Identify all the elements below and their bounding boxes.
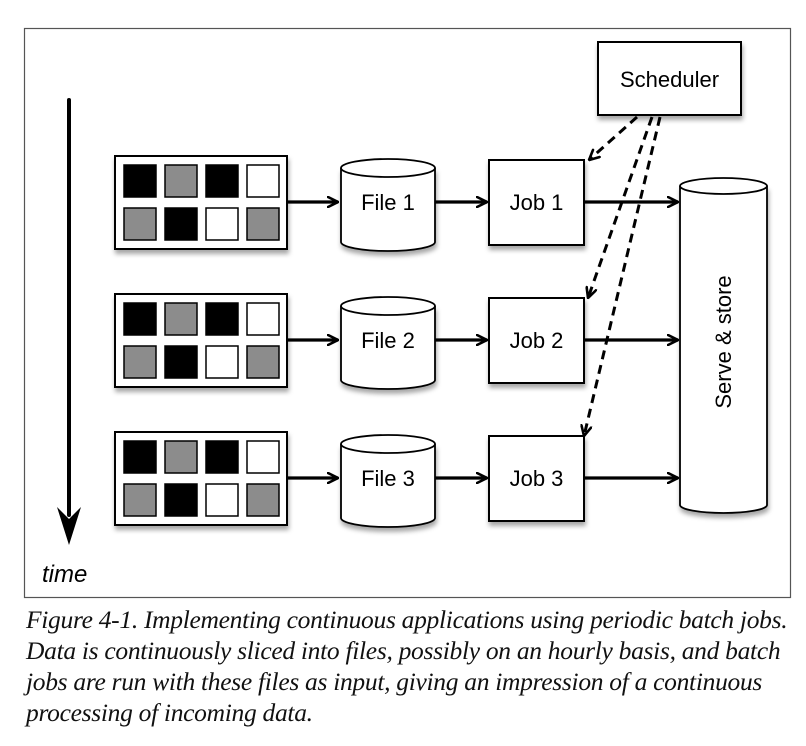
- serve-store-cylinder-body: [679, 186, 768, 514]
- data-cell-black: [123, 440, 157, 474]
- data-cell-gray: [164, 164, 198, 198]
- data-cell-black: [123, 302, 157, 336]
- data-batch-block: [114, 293, 288, 388]
- data-cell-gray: [123, 345, 157, 379]
- data-cell-gray: [123, 483, 157, 517]
- time-axis: time: [42, 98, 87, 588]
- data-cell-white: [246, 302, 280, 336]
- data-cell-black: [164, 483, 198, 517]
- file-label: File 1: [361, 190, 415, 215]
- scheduler-box: [597, 41, 742, 116]
- file-label: File 3: [361, 466, 415, 491]
- scheduler-arrow-to-job-2: [588, 116, 654, 298]
- scheduler-trigger-arrows: [584, 115, 662, 436]
- data-cell-white: [205, 345, 239, 379]
- data-cell-black: [205, 302, 239, 336]
- file-cylinder-top: [340, 296, 436, 316]
- file-cylinder-body: [340, 168, 436, 252]
- job-label: Job 2: [510, 328, 564, 353]
- file-cylinder-body: [340, 444, 436, 528]
- job-label: Job 1: [510, 190, 564, 215]
- data-cell-black: [205, 440, 239, 474]
- data-cell-black: [205, 164, 239, 198]
- file-label: File 2: [361, 328, 415, 353]
- time-label: time: [42, 561, 87, 588]
- file-node: File 2: [340, 296, 436, 390]
- data-cell-white: [205, 207, 239, 241]
- job-box: [488, 435, 585, 522]
- job-node: Job 1: [488, 159, 585, 246]
- data-cell-white: [246, 440, 280, 474]
- scheduler-label: Scheduler: [620, 67, 719, 92]
- serve-store-cylinder-top: [679, 177, 768, 195]
- data-cell-gray: [164, 302, 198, 336]
- data-cell-black: [164, 207, 198, 241]
- pipeline-row-3: File 3 Job 3: [114, 431, 678, 528]
- time-axis-arrowhead: [57, 507, 81, 545]
- file-cylinder-top: [340, 434, 436, 454]
- data-cell-gray: [246, 483, 280, 517]
- job-node: Job 3: [488, 435, 585, 522]
- pipeline-row-2: File 2 Job 2: [114, 293, 678, 390]
- pipeline-row-1: File 1 Job 1: [114, 155, 678, 252]
- serve-store-label: Serve & store: [711, 275, 736, 408]
- data-cell-black: [123, 164, 157, 198]
- scheduler-arrow-to-job-3: [584, 116, 662, 436]
- serve-store-node: Serve & store: [679, 177, 768, 514]
- data-batch-block: [114, 155, 288, 250]
- data-cell-white: [205, 483, 239, 517]
- data-batch-block: [114, 431, 288, 526]
- figure-caption: Figure 4-1. Implementing continuous appl…: [26, 605, 788, 727]
- data-cell-gray: [123, 207, 157, 241]
- job-box: [488, 297, 585, 384]
- data-cell-gray: [246, 207, 280, 241]
- data-cell-gray: [246, 345, 280, 379]
- scheduler-node: Scheduler: [597, 41, 742, 116]
- job-box: [488, 159, 585, 246]
- job-label: Job 3: [510, 466, 564, 491]
- file-node: File 1: [340, 158, 436, 252]
- file-cylinder-top: [340, 158, 436, 178]
- file-cylinder-body: [340, 306, 436, 390]
- data-cell-black: [164, 345, 198, 379]
- batch-jobs-diagram: time Scheduler Serve & store File 1 Job 1…: [23, 27, 792, 599]
- file-node: File 3: [340, 434, 436, 528]
- pipeline-rows: File 1 Job 1 File 2 Job 2 File 3 Job 3: [114, 155, 678, 528]
- data-cell-white: [246, 164, 280, 198]
- data-cell-gray: [164, 440, 198, 474]
- job-node: Job 2: [488, 297, 585, 384]
- scheduler-arrow-to-job-1: [589, 115, 639, 160]
